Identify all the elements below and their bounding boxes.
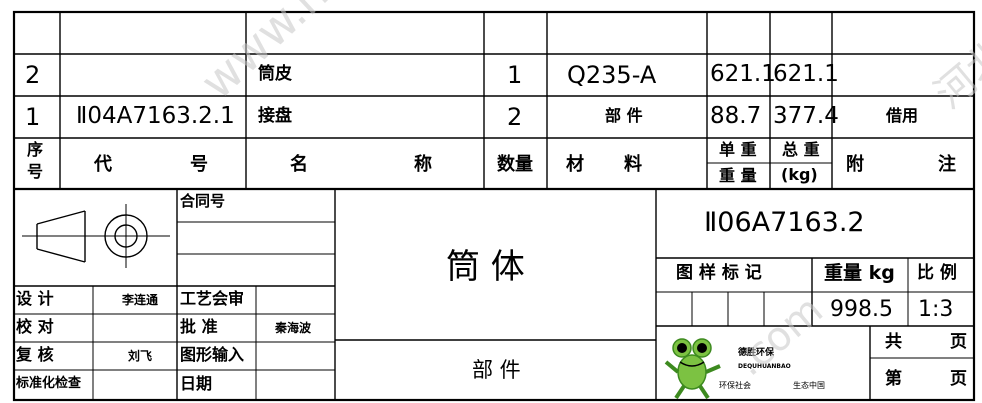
standard-check-label: 标准化检查 xyxy=(16,376,82,391)
mark-label: 图 样 标 记 xyxy=(676,263,762,283)
header-name-2: 称 xyxy=(414,154,432,175)
logo-name-en: DEQUHUANBAO xyxy=(738,363,791,370)
process-review-label: 工艺会审 xyxy=(180,289,245,308)
sheet-no-label-2: 页 xyxy=(950,369,967,389)
header-code-1: 代 xyxy=(94,154,112,175)
header-seq-1: 序 xyxy=(27,140,44,159)
total-sheets-label-2: 页 xyxy=(950,332,967,352)
row-1-remark: 借用 xyxy=(886,106,919,125)
drawing-type: 部 件 xyxy=(472,358,521,382)
projection-symbol-icon xyxy=(22,204,170,268)
frog-mascot-icon xyxy=(664,338,721,400)
graphic-input-label: 图形输入 xyxy=(180,345,245,364)
drawing-title: 筒 体 xyxy=(446,247,525,287)
logo-name-cn: 德胜环保 xyxy=(738,348,775,358)
row-2-name: 筒皮 xyxy=(258,64,292,84)
logo-slogan-1: 环保社会 xyxy=(719,381,751,390)
header-remark-2: 注 xyxy=(938,154,956,175)
header-name-1: 名 xyxy=(290,154,308,175)
scale-value: 1:3 xyxy=(918,297,954,322)
row-1-total-weight: 377.4 xyxy=(773,103,839,129)
row-2-qty: 1 xyxy=(507,61,523,89)
sheet-no-label-1: 第 xyxy=(885,369,902,389)
row-1-unit-weight: 88.7 xyxy=(710,103,762,129)
header-qty: 数量 xyxy=(497,154,533,175)
header-seq-2: 号 xyxy=(27,162,44,181)
weight-label: 重量 kg xyxy=(824,262,895,284)
reviewer-name: 刘飞 xyxy=(128,349,153,363)
row-1-name: 接盘 xyxy=(258,106,292,126)
header-unit-weight-2: 重 量 xyxy=(719,166,757,185)
approve-label: 批 准 xyxy=(180,317,218,336)
header-material-1: 材 xyxy=(566,154,584,175)
row-1-seq: 1 xyxy=(25,103,41,131)
approver-name: 秦海波 xyxy=(275,321,312,335)
check-label: 校 对 xyxy=(16,317,54,336)
row-2-seq: 2 xyxy=(25,61,41,89)
row-1-material: 部 件 xyxy=(605,106,643,125)
drawing-number: Ⅱ06A7163.2 xyxy=(704,207,865,238)
weight-value: 998.5 xyxy=(830,297,893,322)
row-2-unit-weight: 621.1 xyxy=(710,61,776,87)
designer-name: 李连通 xyxy=(122,293,159,307)
row-2-total-weight: 621.1 xyxy=(773,61,839,87)
row-1-qty: 2 xyxy=(507,103,523,131)
row-1-code: Ⅱ04A7163.2.1 xyxy=(76,103,235,129)
header-material-2: 料 xyxy=(624,154,642,175)
total-sheets-label-1: 共 xyxy=(885,332,902,352)
row-2-material: Q235-A xyxy=(567,61,657,89)
header-code-2: 号 xyxy=(190,154,208,175)
contract-no-label: 合同号 xyxy=(180,192,226,210)
logo-slogan-2: 生态中国 xyxy=(793,381,825,390)
scale-label: 比 例 xyxy=(917,263,957,283)
header-remark-1: 附 xyxy=(846,154,864,175)
header-total-weight-2: (kg) xyxy=(781,165,818,184)
header-unit-weight-1: 单 重 xyxy=(719,140,757,159)
header-total-weight-1: 总 重 xyxy=(782,140,820,159)
review-label: 复 核 xyxy=(16,345,54,364)
date-label: 日期 xyxy=(180,374,213,393)
design-label: 设 计 xyxy=(16,289,54,308)
